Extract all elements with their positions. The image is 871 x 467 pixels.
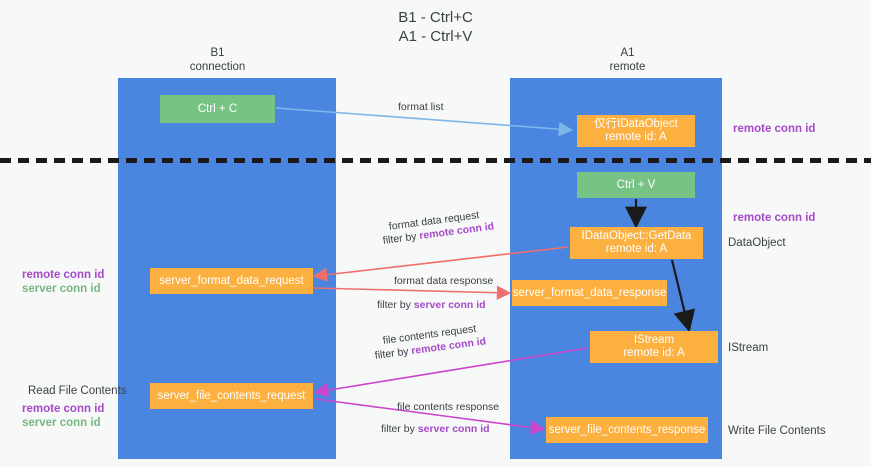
filter-by-text: filter by <box>381 423 418 435</box>
annotation-right-dataobject: DataObject <box>728 237 786 249</box>
column-header-b1: B1 connection <box>150 46 285 74</box>
edge-label-format-list: format list <box>398 101 444 113</box>
edge-label-format-data-response-filter: filter by server conn id <box>377 298 486 312</box>
annotation-left-conn-ids-1: remote conn id server conn id <box>22 268 104 296</box>
node-idataobject[interactable]: 仅行IDataObject remote id: A <box>577 115 695 147</box>
annotation-left-remote-conn-id-1: remote conn id <box>22 269 105 281</box>
annotation-right-remote-conn-id-2: remote conn id <box>733 212 816 224</box>
node-istream[interactable]: IStream remote id: A <box>590 331 718 363</box>
annotation-left-remote-conn-id-2: remote conn id <box>22 403 105 415</box>
annotation-left-server-conn-id-2: server conn id <box>22 417 101 429</box>
server-conn-id-text: server conn id <box>413 299 486 311</box>
title-line-2: A1 - Ctrl+V <box>398 28 473 45</box>
column-header-a1: A1 remote <box>545 46 710 74</box>
phase-separator <box>0 158 871 163</box>
server-conn-id-text: server conn id <box>417 423 490 435</box>
node-server-format-data-request[interactable]: server_format_data_request <box>150 268 313 294</box>
edge-label-file-contents-response: file contents response <box>397 401 500 413</box>
node-server-file-contents-response[interactable]: server_file_contents_response <box>546 417 708 443</box>
title-line-1: B1 - Ctrl+C <box>398 9 473 26</box>
annotation-right-istream: IStream <box>728 342 769 354</box>
node-server-format-data-response[interactable]: server_format_data_response <box>512 280 667 306</box>
annotation-left-conn-ids-2: remote conn id server conn id <box>22 402 104 430</box>
edge-label-format-data-response: format data response <box>394 275 494 287</box>
node-ctrl-v[interactable]: Ctrl + V <box>577 172 695 198</box>
annotation-left-read-file-contents: Read File Contents <box>28 385 127 397</box>
filter-by-text: filter by <box>377 299 414 311</box>
column-a1-name: A1 <box>620 47 635 59</box>
node-ctrl-c[interactable]: Ctrl + C <box>160 95 275 123</box>
edge-label-file-contents-response-filter: filter by server conn id <box>381 422 490 436</box>
page-title: B1 - Ctrl+C A1 - Ctrl+V <box>0 8 871 46</box>
column-b1-role: connection <box>189 61 246 73</box>
annotation-left-server-conn-id-1: server conn id <box>22 283 101 295</box>
annotation-right-write-file-contents: Write File Contents <box>728 425 826 437</box>
column-b1-name: B1 <box>210 47 225 59</box>
node-server-file-contents-request[interactable]: server_file_contents_request <box>150 383 313 409</box>
node-idataobject-getdata[interactable]: IDataObject::GetData remote id: A <box>570 227 703 259</box>
annotation-right-remote-conn-id-1: remote conn id <box>733 123 816 135</box>
column-a1-role: remote <box>609 61 646 73</box>
